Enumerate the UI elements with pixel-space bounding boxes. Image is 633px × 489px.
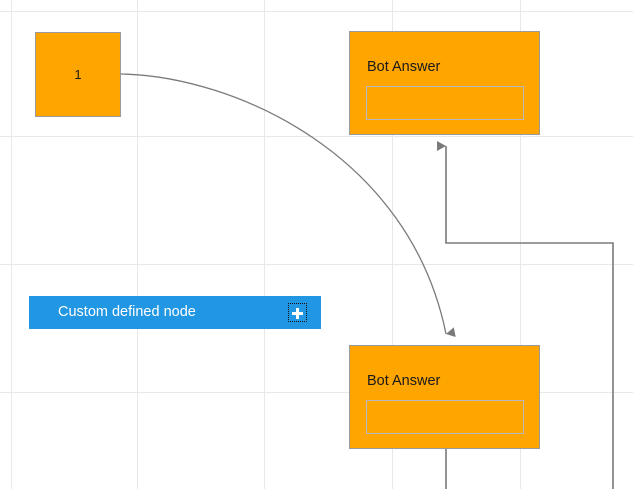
plus-icon[interactable] <box>288 303 307 322</box>
node-bot-answer-top-slot[interactable] <box>366 86 524 120</box>
edge-orthogonal-to-bot-answer-top[interactable] <box>437 141 614 489</box>
edge-curved-node1-to-bot-answer-bottom[interactable] <box>120 73 456 338</box>
custom-defined-node-button[interactable]: Custom defined node <box>29 296 321 329</box>
node-bot-answer-bottom-slot[interactable] <box>366 400 524 434</box>
node-bot-answer-bottom-title: Bot Answer <box>367 373 441 389</box>
node-1[interactable]: 1 <box>35 32 121 117</box>
node-bot-answer-top[interactable]: Bot Answer <box>349 31 540 135</box>
node-bot-answer-top-title: Bot Answer <box>367 59 441 75</box>
node-bot-answer-bottom[interactable]: Bot Answer <box>349 345 540 449</box>
node-1-label: 1 <box>74 67 82 82</box>
custom-defined-node-label: Custom defined node <box>58 304 196 321</box>
